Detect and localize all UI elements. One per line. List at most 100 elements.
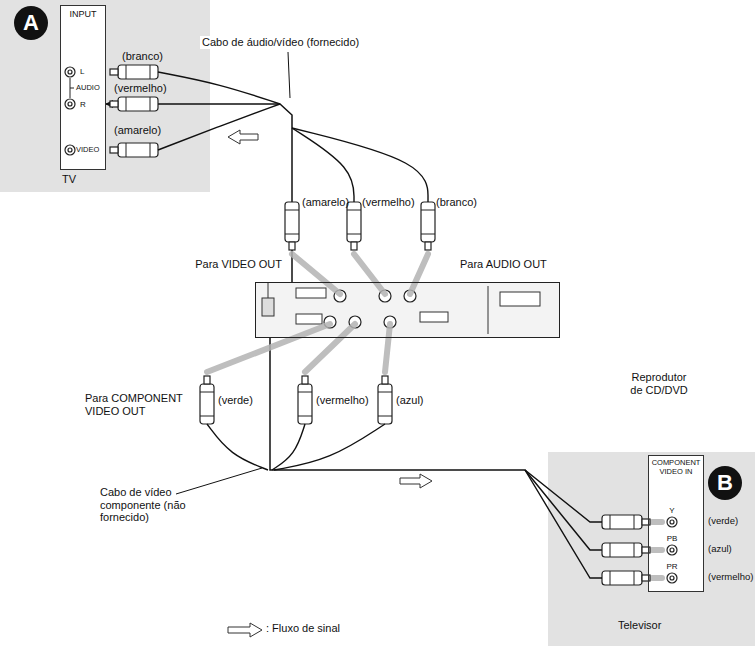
rca-plug	[285, 234, 299, 235]
audio-bracket	[70, 78, 74, 98]
rca-plug	[421, 202, 435, 250]
rca-plug	[126, 143, 127, 157]
cable-wire	[525, 470, 602, 522]
jack	[667, 545, 677, 555]
rca-plug	[126, 97, 127, 111]
color-label: (vermelho)	[316, 394, 369, 407]
player-box: Reprodutor de CD/DVD	[255, 282, 560, 338]
rca-plug	[285, 202, 299, 250]
rca-plug	[634, 571, 635, 585]
jack-label: PB	[664, 534, 680, 543]
rca-plug	[351, 242, 357, 250]
jack-label: R	[80, 100, 86, 109]
cable-wire	[272, 424, 305, 470]
node-label: INPUT	[61, 9, 105, 19]
tv-panel: A TV INPUT	[0, 0, 210, 192]
jack	[65, 145, 75, 155]
rca-plug	[378, 416, 392, 417]
jack	[670, 548, 674, 552]
plug-guide-line	[305, 324, 355, 372]
rca-plug	[298, 376, 312, 424]
plug-guide-line	[410, 254, 428, 294]
jack	[65, 67, 677, 583]
color-label: (azul)	[396, 394, 424, 407]
jack	[68, 70, 72, 74]
rca-plug	[285, 202, 299, 242]
plug-guide-line	[652, 575, 662, 581]
rca-plug	[347, 202, 361, 242]
rca-plug	[602, 543, 650, 557]
rca-plug	[289, 242, 295, 250]
leader-line	[176, 468, 262, 494]
rca-plug	[298, 384, 312, 424]
rca-plug	[150, 65, 151, 79]
color-label: (branco)	[436, 196, 477, 209]
rca-plug	[110, 65, 158, 79]
panel-badge: B	[708, 466, 742, 500]
color-label: (vermelho)	[362, 196, 415, 209]
node-label: Televisor	[618, 619, 661, 632]
player-details	[488, 286, 489, 334]
rca-plug	[421, 210, 435, 211]
rca-plug	[126, 65, 127, 79]
rca-plug	[200, 376, 214, 424]
rca-plug	[602, 543, 642, 557]
cable-connector	[270, 338, 648, 550]
rca-plug	[347, 210, 361, 211]
signal-flow-arrow	[228, 130, 258, 144]
rca-plug	[602, 571, 650, 585]
rca-plug	[421, 202, 435, 242]
jack	[667, 573, 677, 583]
player-details	[420, 312, 448, 322]
node-label: COMPONENT VIDEO IN	[649, 459, 703, 476]
cable-label: Cabo de vídeo componente (não fornecido)	[100, 486, 200, 524]
player-details	[500, 292, 540, 306]
rca-plug	[425, 242, 431, 250]
rca-plug	[378, 376, 392, 424]
color-label: (verde)	[218, 394, 253, 407]
rca-plug	[298, 416, 312, 417]
player-body-fill	[255, 282, 560, 338]
rca-plug	[200, 416, 214, 417]
leader-line	[288, 52, 290, 98]
node-label: Reprodutor de CD/DVD	[626, 371, 692, 396]
rca-plug	[110, 69, 118, 75]
jack-label: L	[80, 67, 84, 76]
color-label: (vermelho)	[708, 572, 753, 583]
jack-label: VIDEO	[76, 146, 99, 155]
input-box: COMPONENT VIDEO IN	[648, 455, 704, 592]
rca-plug	[110, 65, 650, 585]
plug-guide-line	[292, 254, 340, 294]
tv-panel-fill	[0, 0, 210, 192]
port-label: Para COMPONENT VIDEO OUT	[85, 392, 197, 417]
rca-plug	[378, 384, 392, 424]
cable-wire	[207, 424, 268, 470]
rca-plug	[118, 143, 158, 157]
plug-guide-line	[385, 324, 390, 372]
jack	[670, 520, 674, 524]
rca-plug	[118, 65, 158, 79]
rca-plug	[200, 384, 214, 424]
jack	[667, 517, 677, 527]
node-label: TV	[62, 173, 76, 186]
rca-plug	[347, 234, 361, 235]
jack-label: Y	[664, 506, 680, 515]
panel-badge: A	[14, 6, 48, 40]
rca-plug	[150, 143, 151, 157]
color-label: (branco)	[122, 50, 163, 63]
plug-guide-line	[652, 519, 662, 525]
jack-label: AUDIO	[76, 84, 100, 93]
rca-plug	[118, 97, 158, 111]
color-label: (vermelho)	[114, 82, 167, 95]
rca-plug	[150, 97, 151, 111]
player-details	[262, 282, 540, 334]
cable-wire	[525, 470, 602, 578]
rca-plug	[110, 147, 118, 153]
rca-plug	[285, 210, 299, 211]
signal-flow-arrow	[228, 130, 432, 637]
cable-wire	[292, 128, 354, 202]
rca-plug	[602, 515, 642, 529]
color-label: (verde)	[708, 516, 738, 527]
